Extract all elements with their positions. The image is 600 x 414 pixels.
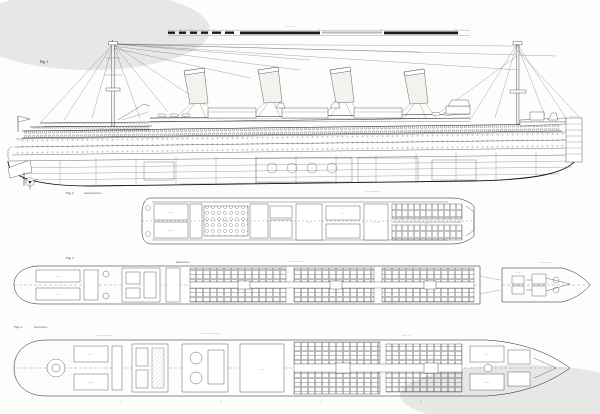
svg-text:REST.: REST. [138,285,142,287]
fig2-caption: PROMENADE DECK A [84,192,103,195]
boat-deck [149,99,471,123]
svg-text:VERANDAH: VERANDAH [372,221,380,224]
funnel-1 [175,67,217,119]
fig2-note-aft-prom: AFT 1ST CL. PROMENADE [364,190,380,193]
svg-text:CAFE: CAFE [341,212,345,215]
funnels [175,66,437,119]
svg-text:1ST CL.: 1ST CL. [425,223,430,225]
fig3-poop-block: 3RD CL. 3RD CL. [35,269,110,301]
fig2-fwd-end [465,205,475,237]
fig4-casings: CASING [131,343,285,393]
figure-4-shelter-deck: Fig. 4 SHELTER DECK C 3RD CLASS PROMENAD… [13,325,571,397]
fig3-caption: BRIDGE DECK B [176,262,190,264]
svg-text:READING: READING [168,229,174,232]
fig4-deck-outline [13,339,571,397]
fig4-note-a: 3RD CLASS PROMENADE [96,334,112,337]
svg-text:3RD CL.: 3RD CL. [56,294,62,296]
svg-text:3RD CL.: 3RD CL. [89,354,95,356]
forecastle-deck-label: FORECASTLE DECK [540,261,553,264]
svg-text:CASING: CASING [259,368,264,371]
svg-text:100: 100 [220,401,222,403]
fig4-label: Fig. 4 [13,325,22,329]
svg-text:40: 40 [213,28,215,30]
svg-text:200: 200 [455,28,457,30]
fig3-deck-outline [13,265,481,305]
fig2-mid-block: SMOKE CAFE VERANDAH [295,203,389,241]
figure-3-bridge-deck: Fig. 3 POOP DECK BRIDGE DECK B 2ND CLASS… [13,256,591,305]
internal-structure [59,152,537,185]
figure-1-profile: Fig. 1 [7,40,583,190]
frame-scale-panel [565,117,583,163]
funnel-2 [249,66,291,118]
svg-text:50: 50 [120,401,122,403]
svg-text:30: 30 [202,28,204,30]
svg-text:CREW: CREW [485,354,490,356]
svg-text:0: 0 [168,28,169,30]
fig4-cabin-grids [293,341,463,395]
fig2-label: Fig. 2 [65,191,74,195]
fig3-note-prom: 2ND CLASS PROMENADE [288,260,304,263]
svg-text:3RD CL.: 3RD CL. [56,276,62,278]
fig4-bow-block: CREW FIREMEN [469,345,557,391]
funnel-4 [395,68,437,119]
frame-marks: 50 100 150 200 [120,401,422,403]
fig4-caption: SHELTER DECK C [34,327,49,329]
svg-text:150: 150 [380,28,382,30]
svg-text:LOUNGE: LOUNGE [168,212,174,214]
fig4-aft-block: 3RD CL. GEN. RM. [46,345,123,391]
svg-text:200: 200 [420,401,422,403]
stern-gear [7,159,39,190]
scale-bar: 0 10 20 30 40 50 100 150 200 SCALE OF FEET [168,25,470,36]
fig4-note-c: FIRST CLASS [402,334,410,337]
fig1-label: Fig. 1 [39,60,49,64]
a-deck-band [21,123,563,139]
svg-text:SMOKE: SMOKE [307,222,312,224]
svg-text:150: 150 [320,401,322,403]
fig3-midship: REST. [121,267,181,303]
fig2-aft-end [142,205,474,237]
svg-text:FIREMEN: FIREMEN [484,382,490,384]
bow-detail: BOAT DECK [519,111,583,163]
svg-text:50: 50 [226,28,228,30]
figure-2-promenade-deck: Fig. 2 PROMENADE DECK A AFT 1ST CL. PROM… [65,190,475,245]
lower-deck-bands [9,131,573,162]
svg-text:WINCH: WINCH [516,272,521,274]
svg-text:PALM CT.: PALM CT. [223,220,230,223]
fig3-forecastle-inset: FORECASTLE DECK WINCH [501,261,591,303]
svg-text:GEN. RM.: GEN. RM. [88,382,95,384]
svg-text:20: 20 [191,28,193,30]
svg-text:10: 10 [180,28,182,30]
svg-text:BOAT DECK: BOAT DECK [570,115,578,118]
svg-text:SCALE OF FEET: SCALE OF FEET [285,25,295,28]
fig3-label: Fig. 3 [65,256,74,260]
fig2-deck-outline [141,197,475,245]
fig2-staterooms: 1ST CL. [391,203,463,241]
fig4-note-b: CREW & SEAMEN'S QUARTERS [200,332,220,335]
svg-text:100: 100 [318,28,320,30]
rigging [39,43,557,124]
fig3-cabin-grids [189,267,475,303]
fig3-note-first: FIRST CLASS [408,264,416,267]
